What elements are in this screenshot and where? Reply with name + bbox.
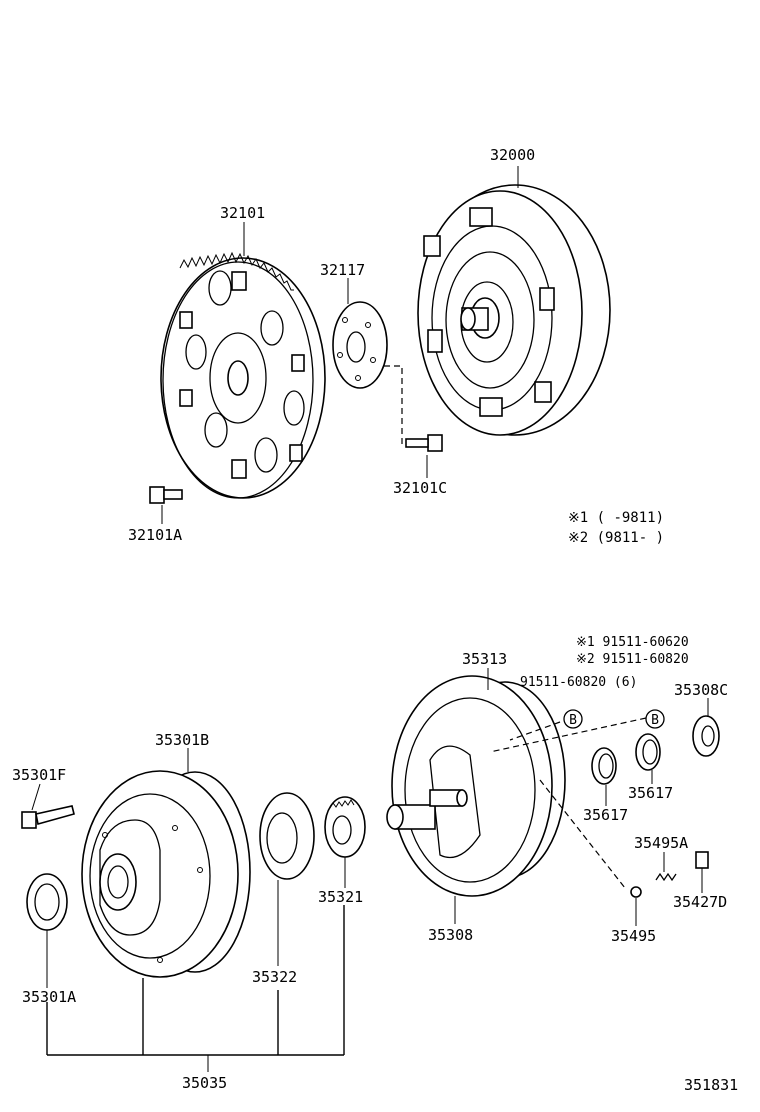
label-35617-a: 35617 [583, 806, 628, 824]
torque-converter-32000 [417, 184, 611, 436]
label-32101C: 32101C [393, 479, 447, 497]
label-bolt-6: 91511-60820 (6) [520, 675, 637, 690]
ball-35495 [630, 886, 642, 898]
label-35495A: 35495A [634, 834, 688, 852]
bolt-32101A [149, 486, 183, 504]
label-32000: 32000 [490, 146, 535, 164]
label-35321: 35321 [318, 888, 363, 906]
driven-gear-35322 [259, 792, 315, 880]
drive-gear-35321 [324, 796, 366, 858]
ref-b-circle-2 [645, 709, 665, 729]
ref-b-label-2: B [651, 713, 659, 728]
seal-35308C [692, 715, 720, 757]
label-35313: 35313 [462, 650, 507, 668]
label-32101A: 32101A [128, 526, 182, 544]
alt-bolt-1: ※1 91511-60620 [576, 635, 689, 650]
figure-id: 351831 [684, 1076, 738, 1094]
oil-pump-body-35301B [81, 770, 251, 978]
pump-cover-35308 [386, 675, 566, 897]
label-35301F: 35301F [12, 766, 66, 784]
bolt-35301F [21, 805, 75, 829]
plug-35427D [695, 851, 709, 869]
label-35617-b: 35617 [628, 784, 673, 802]
seal-ring-35617-b [635, 733, 661, 771]
leader-lines [31, 166, 709, 1072]
note-2: ※2 (9811- ) [568, 530, 664, 546]
seal-ring-35617-a [591, 747, 617, 785]
ref-b-circle-1 [563, 709, 583, 729]
label-32117: 32117 [320, 261, 365, 279]
label-35308: 35308 [428, 926, 473, 944]
label-35301B: 35301B [155, 731, 209, 749]
bolt-32101C [405, 434, 443, 452]
oil-seal-35301A [26, 873, 68, 931]
spring-35495A [655, 872, 677, 882]
note-1: ※1 ( -9811) [568, 510, 664, 526]
alt-bolt-2: ※2 91511-60820 [576, 652, 689, 667]
label-35495: 35495 [611, 927, 656, 945]
label-35427D: 35427D [673, 893, 727, 911]
label-35301A: 35301A [22, 988, 76, 1006]
label-35322: 35322 [252, 968, 297, 986]
drive-plate-32101 [160, 251, 326, 499]
label-35035: 35035 [182, 1074, 227, 1092]
label-35308C: 35308C [674, 681, 728, 699]
label-32101: 32101 [220, 204, 265, 222]
ref-b-label-1: B [569, 713, 577, 728]
spacer-32117 [332, 301, 388, 389]
